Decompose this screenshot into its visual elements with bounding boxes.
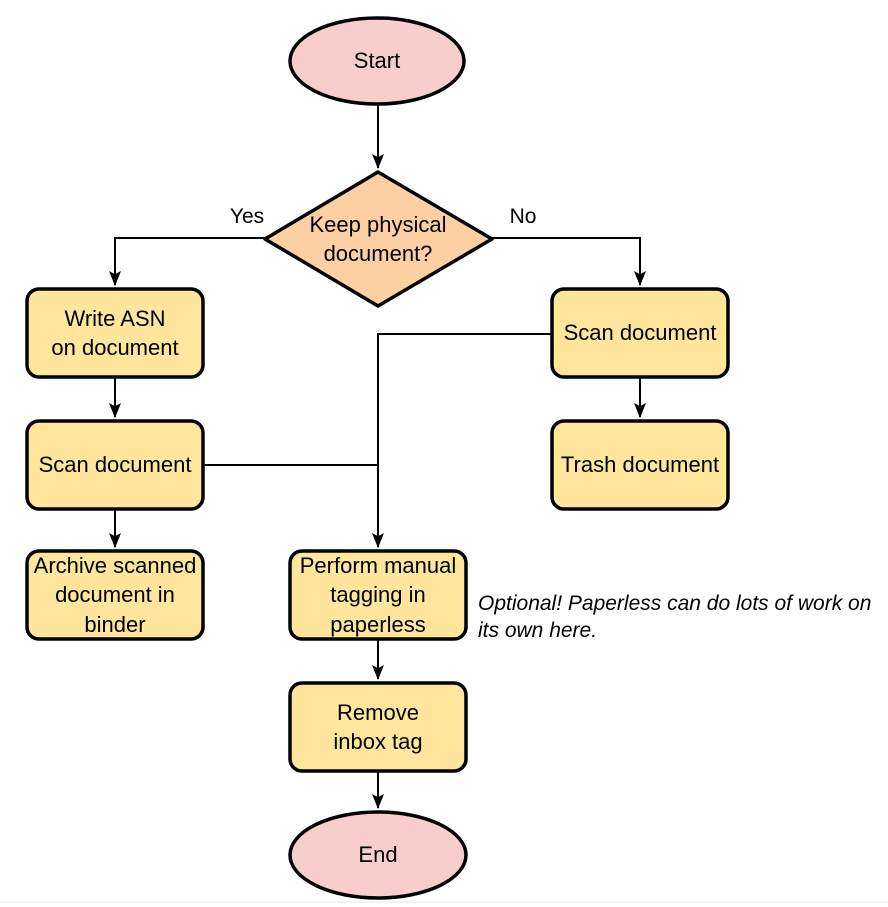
archive-node — [25, 549, 205, 641]
write-asn-node — [25, 287, 205, 379]
edge-decision-yes — [109, 237, 265, 286]
trash-document-node — [550, 419, 730, 511]
start-node — [288, 16, 466, 106]
edge-decision-no — [492, 237, 646, 286]
scan-document-right-node — [550, 287, 730, 379]
manual-tagging-node — [288, 549, 468, 641]
remove-inbox-tag-node — [288, 681, 468, 773]
end-node — [288, 810, 468, 900]
decision-node — [263, 170, 494, 308]
scan-document-left-node — [25, 419, 205, 511]
edge-scanright-to-tagging — [372, 333, 552, 548]
bottom-divider — [0, 901, 888, 903]
